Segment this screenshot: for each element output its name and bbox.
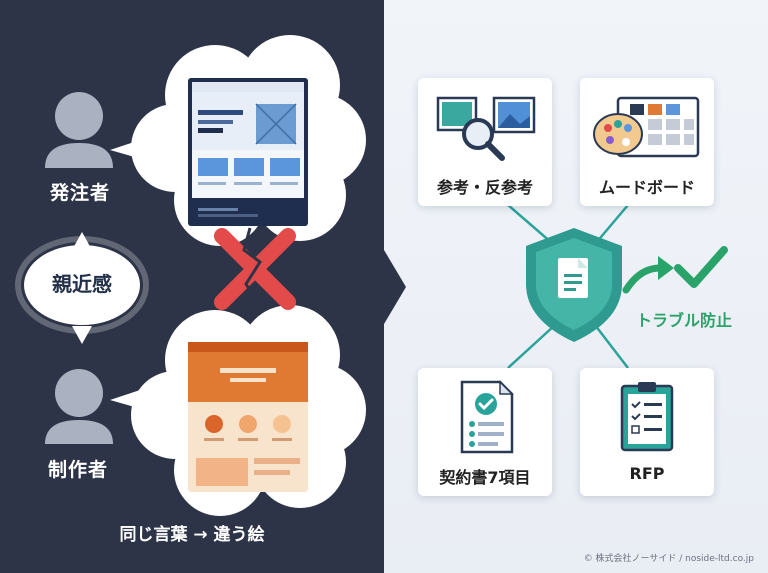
- moodboard-label: ムードボード: [598, 178, 695, 197]
- outcome-arrow-icon: [622, 256, 674, 294]
- moodboard-palette-icon: [593, 96, 700, 158]
- client-label: 発注者: [50, 182, 111, 204]
- contract-label: 契約書7項目: [439, 468, 531, 487]
- copyright-text: © 株式会社ノーサイド / noside-ltd.co.jp: [583, 554, 754, 564]
- outcome-label: トラブル防止: [636, 311, 733, 330]
- client-person-icon: [45, 92, 113, 168]
- rfp-label: RFP: [629, 464, 665, 483]
- reference-images-icon: [436, 96, 536, 161]
- moodboard-card: ムードボード: [580, 78, 714, 206]
- reference-card: 参考・反参考: [418, 78, 552, 206]
- mismatch-caption: 同じ言葉 → 違う絵: [119, 525, 265, 545]
- rfp-clipboard-icon: [620, 382, 674, 452]
- creator-person-icon: [45, 369, 113, 444]
- closeness-bubble: [15, 232, 149, 344]
- orange-website-mockup: [188, 342, 308, 492]
- divider-arrow: [384, 250, 406, 324]
- contract-document-icon: [460, 380, 514, 454]
- creator-label: 制作者: [48, 459, 109, 481]
- success-check-icon: [674, 246, 728, 288]
- reference-label: 参考・反参考: [436, 178, 533, 197]
- shield-icon: [526, 228, 622, 342]
- mismatch-cross-icon: [214, 227, 296, 323]
- contract-card: 契約書7項目: [418, 368, 552, 496]
- blue-website-mockup: [188, 78, 308, 226]
- rfp-card: RFP: [580, 368, 714, 496]
- closeness-label: 親近感: [52, 272, 112, 296]
